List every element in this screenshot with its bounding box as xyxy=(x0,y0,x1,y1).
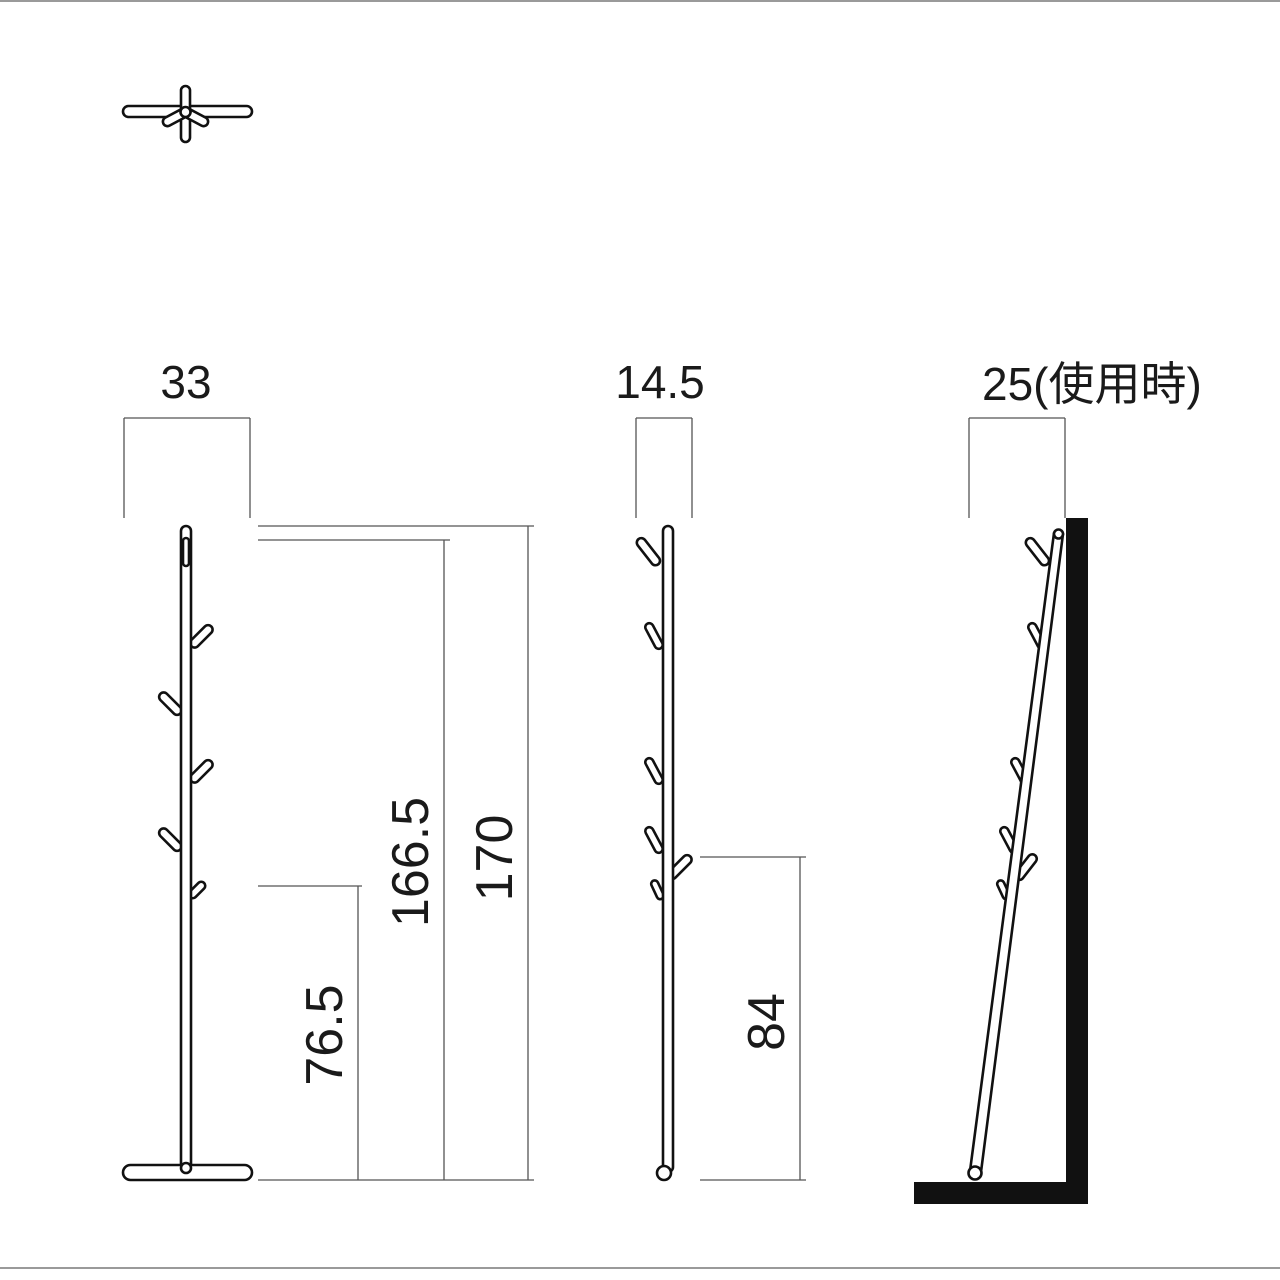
side-width-label: 14.5 xyxy=(615,356,705,408)
front-total-height-label: 170 xyxy=(466,815,524,902)
front-pole xyxy=(179,524,193,1174)
side-view: 14.5 84 xyxy=(615,356,806,1182)
side-pole xyxy=(661,524,675,1174)
front-width-label: 33 xyxy=(160,356,211,408)
wall xyxy=(1066,518,1088,1204)
plan-view xyxy=(121,84,254,144)
in-use-depth-label: 25(使用時) xyxy=(982,358,1202,410)
front-top-hook-height-label: 166.5 xyxy=(382,797,440,927)
front-hook-height-label: 76.5 xyxy=(296,984,354,1085)
in-use-view: 25(使用時) xyxy=(914,358,1202,1204)
in-use-pole xyxy=(968,531,1065,1174)
front-view: 33 76.5 166.5 170 xyxy=(121,356,534,1182)
front-hooks xyxy=(157,623,214,900)
floor xyxy=(914,1182,1088,1204)
side-hook-height-label: 84 xyxy=(738,993,796,1051)
